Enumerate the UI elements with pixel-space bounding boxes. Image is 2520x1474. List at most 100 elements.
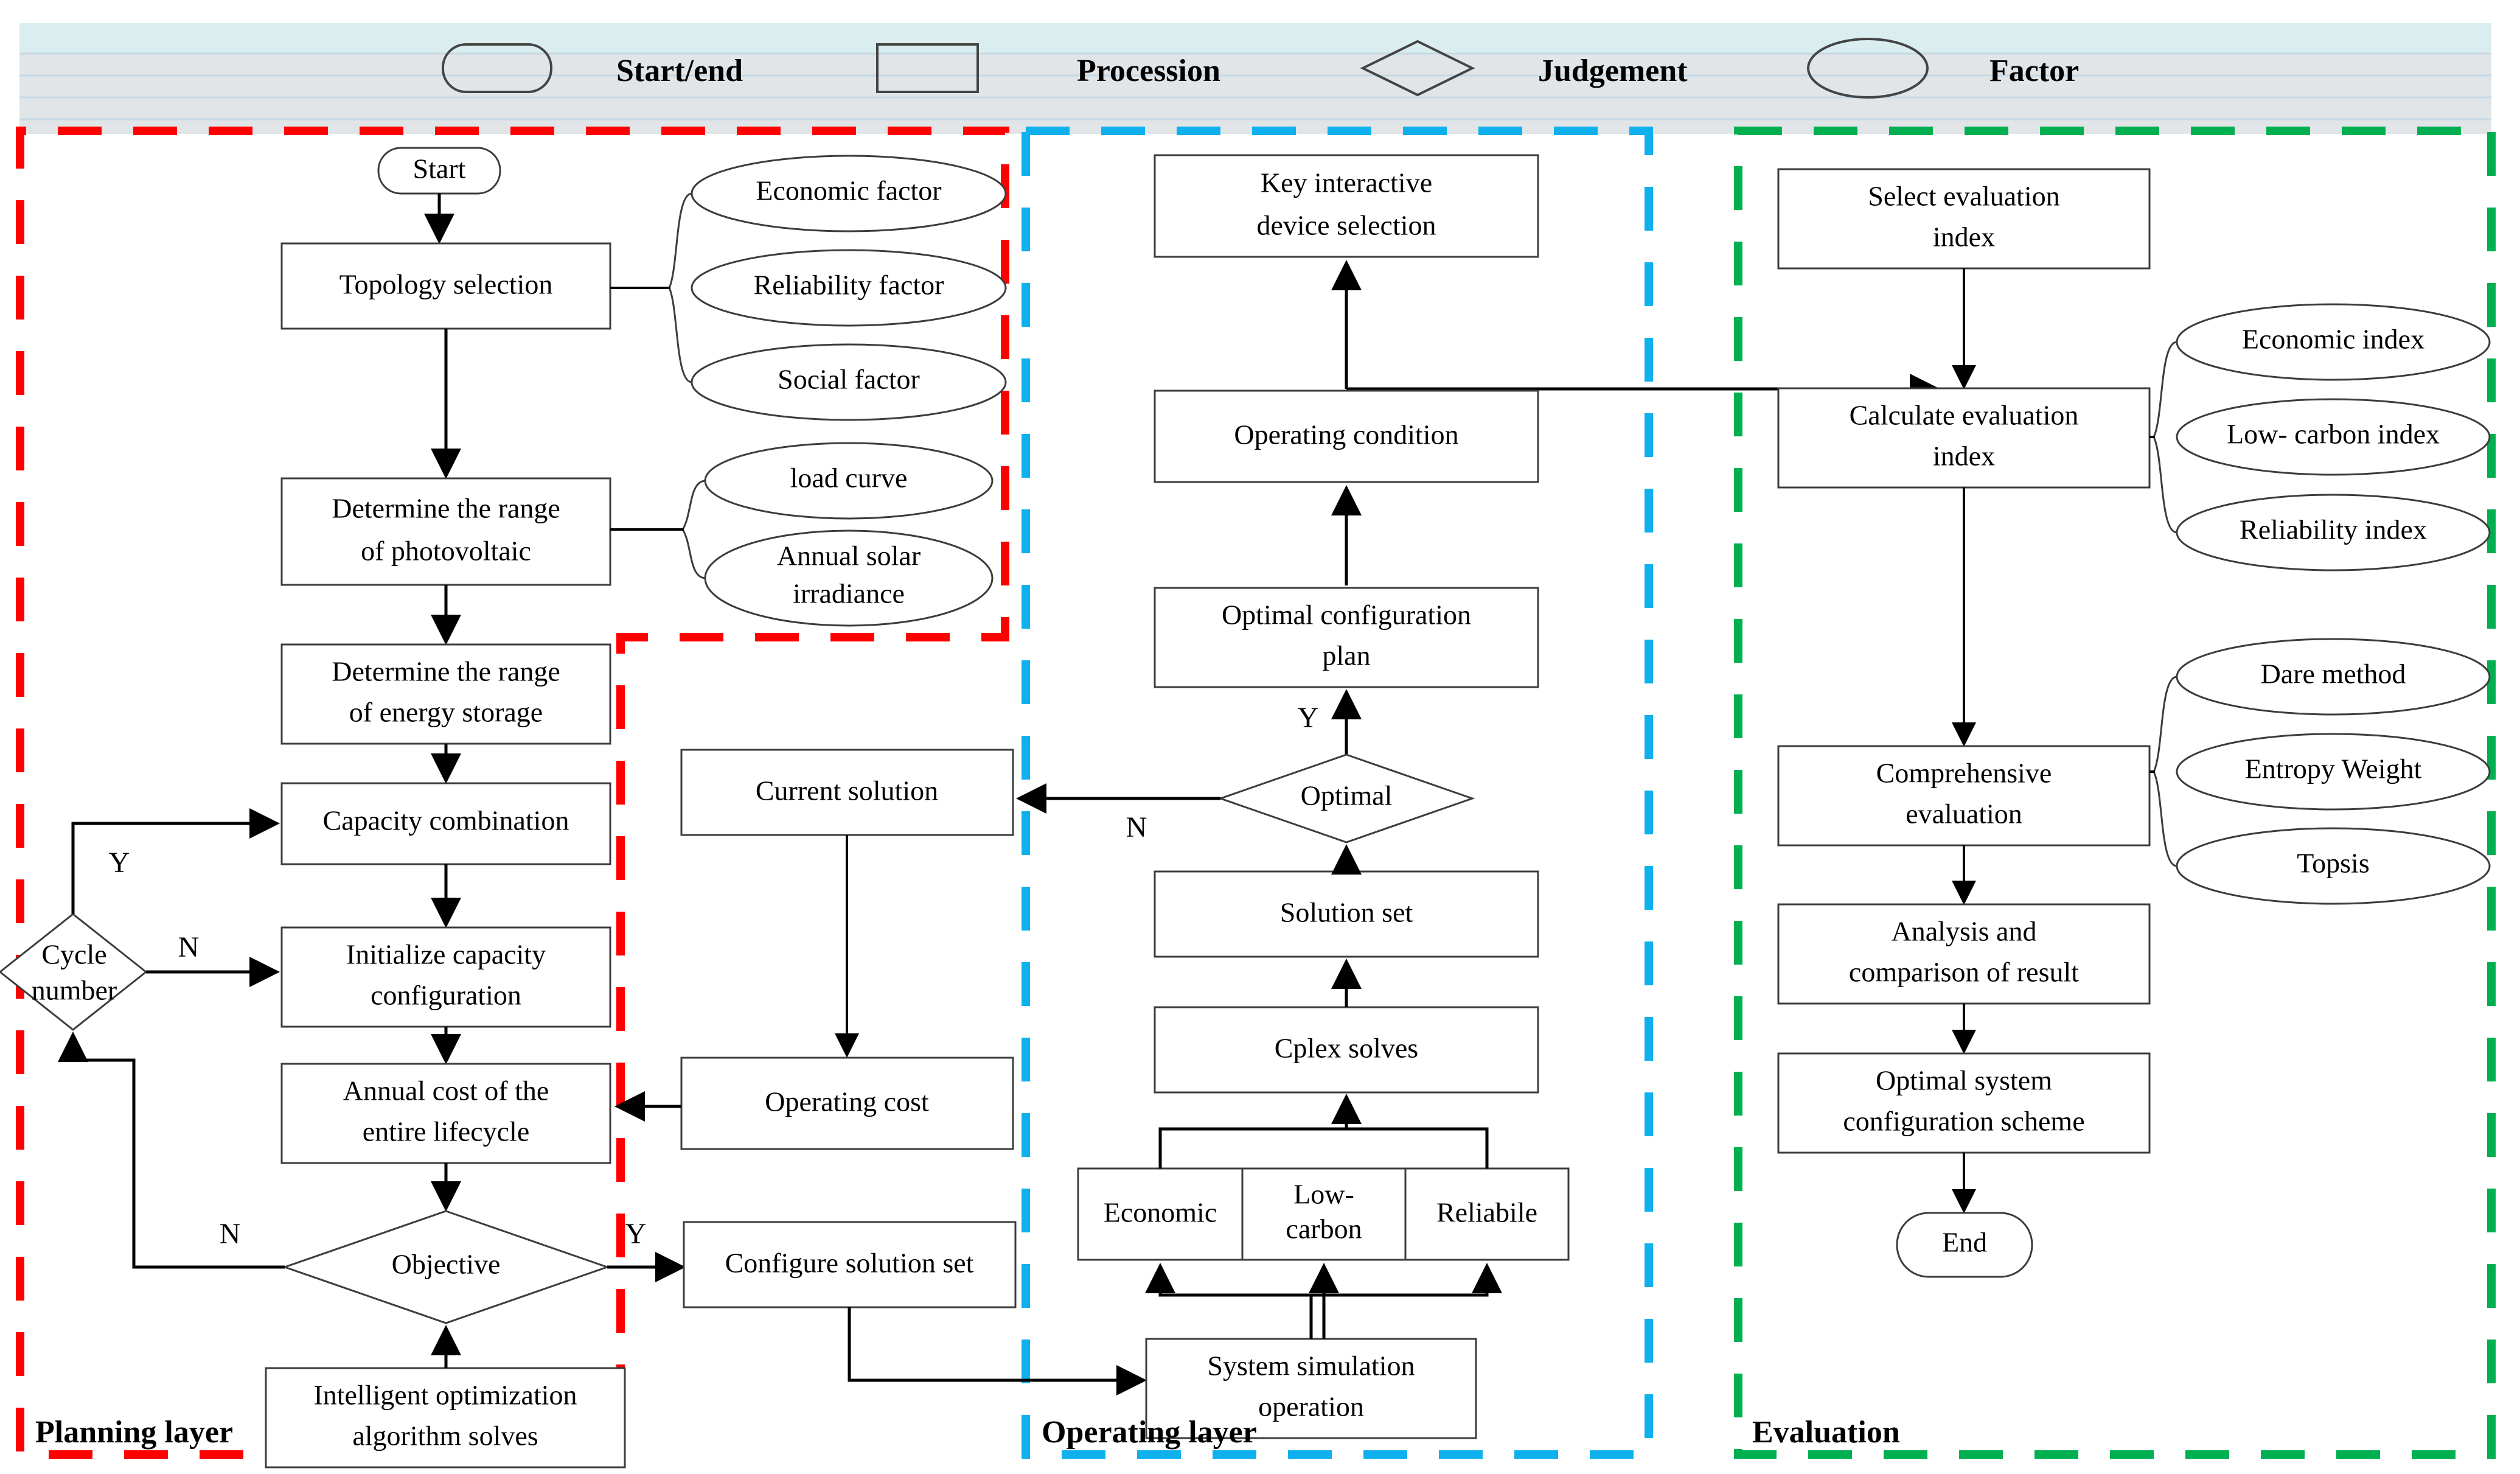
node-topology-selection[interactable]: Topology selection <box>280 242 611 330</box>
index-low-carbon-label: Low- carbon index <box>2227 419 2440 450</box>
node-calculate-evaluation-index[interactable]: Calculate evaluation index <box>1777 387 2151 489</box>
node-objective-economic-label: Economic <box>1104 1197 1217 1228</box>
factor-group-topology: Economic factor Reliability factor Socia… <box>610 155 1007 421</box>
node-configure-solution-set[interactable]: Configure solution set <box>683 1221 1017 1308</box>
node-analysis-comparison-line1: Analysis and <box>1892 916 2037 947</box>
node-intelligent-algorithm[interactable]: Intelligent optimization algorithm solve… <box>265 1367 626 1469</box>
factor-ellipse-reliability <box>691 249 1007 327</box>
node-objective-reliabile-label: Reliabile <box>1436 1197 1537 1228</box>
node-optimal[interactable]: Optimal <box>1217 753 1475 844</box>
node-optimal-system-scheme-line1: Optimal system <box>1876 1065 2052 1096</box>
node-key-device-line2: device selection <box>1256 210 1436 241</box>
branch-label-cycle-no: N <box>178 931 200 963</box>
legend-bar: Start/end Procession Judgement Factor <box>19 23 2491 134</box>
node-comprehensive-evaluation-line1: Comprehensive <box>1876 758 2052 789</box>
node-current-solution[interactable]: Current solution <box>680 749 1014 836</box>
factor-load-curve-label: load curve <box>790 463 908 494</box>
method-group-evaluation: Dare method Entropy Weight Topsis <box>2149 638 2491 905</box>
node-select-index-line1: Select evaluation <box>1868 181 2060 212</box>
legend-diamond-icon <box>1360 40 1475 97</box>
node-select-evaluation-index[interactable]: Select evaluation index <box>1777 168 2151 270</box>
node-cycle-number-line2: number <box>32 975 117 1006</box>
node-optimal-system-scheme-line2: configuration scheme <box>1843 1106 2084 1137</box>
node-optimal-config-line2: plan <box>1322 640 1370 671</box>
node-system-simulation[interactable]: System simulation operation <box>1145 1338 1477 1439</box>
node-determine-photovoltaic-line1: Determine the range <box>332 493 560 524</box>
node-key-device-selection[interactable]: Key interactive device selection <box>1154 154 1539 258</box>
node-annual-cost-line1: Annual cost of the <box>343 1075 549 1106</box>
factor-reliability-label: Reliability factor <box>754 270 944 301</box>
node-end[interactable]: End <box>1896 1212 2033 1278</box>
factor-group-photovoltaic: load curve Annual solar irradiance <box>610 442 994 627</box>
legend-label-procession: Procession <box>1077 54 1220 88</box>
node-operating-condition-label: Operating condition <box>1234 419 1458 450</box>
node-determine-energy-storage-line1: Determine the range <box>332 656 560 687</box>
node-cycle-number[interactable]: Cycle number <box>0 913 148 1031</box>
evaluation-layer-boundary <box>1734 127 2496 1459</box>
node-solution-set-label: Solution set <box>1280 897 1413 928</box>
node-objective-economic[interactable]: Economic <box>1077 1167 1244 1261</box>
node-comprehensive-evaluation[interactable]: Comprehensive evaluation <box>1777 745 2151 847</box>
legend-ellipse-icon <box>1807 38 1929 99</box>
node-calculate-index-line1: Calculate evaluation <box>1850 400 2079 431</box>
node-objective-label: Objective <box>392 1249 501 1280</box>
node-intelligent-algorithm-line2: algorithm solves <box>352 1420 538 1451</box>
branch-label-objective-yes: Y <box>625 1218 647 1250</box>
node-operating-condition[interactable]: Operating condition <box>1154 389 1539 483</box>
operating-layer-boundary <box>1022 127 1653 1459</box>
node-start[interactable]: Start <box>377 147 501 195</box>
legend-label-start-end: Start/end <box>616 54 743 88</box>
node-operating-cost[interactable]: Operating cost <box>680 1057 1014 1150</box>
node-capacity-combination-label: Capacity combination <box>323 805 569 836</box>
layer-title-evaluation: Evaluation <box>1752 1415 1900 1450</box>
node-annual-cost[interactable]: Annual cost of the entire lifecycle <box>280 1063 611 1164</box>
node-cycle-number-line1: Cycle <box>41 939 106 970</box>
method-ellipse-entropy-weight <box>2176 733 2491 811</box>
node-analysis-comparison-line2: comparison of result <box>1849 957 2079 988</box>
node-optimal-system-scheme[interactable]: Optimal system configuration scheme <box>1777 1052 2151 1154</box>
node-comprehensive-evaluation-line2: evaluation <box>1906 798 2022 830</box>
node-optimal-label: Optimal <box>1301 780 1393 811</box>
node-key-device-line1: Key interactive <box>1261 167 1432 198</box>
node-objective-low-carbon[interactable]: Low- carbon <box>1241 1167 1407 1261</box>
method-topsis-label: Topsis <box>2297 848 2369 879</box>
node-calculate-index-line2: index <box>1933 441 1995 472</box>
node-objective-reliabile[interactable]: Reliabile <box>1404 1167 1570 1261</box>
method-dare-label: Dare method <box>2261 658 2406 690</box>
index-reliability-label: Reliability index <box>2240 514 2427 545</box>
node-topology-selection-label: Topology selection <box>339 269 553 300</box>
node-determine-photovoltaic[interactable]: Determine the range of photovoltaic <box>280 477 611 586</box>
factor-economic-label: Economic factor <box>756 175 941 206</box>
node-objective-low-carbon-line2: carbon <box>1286 1214 1362 1245</box>
factor-solar-irradiance-line1: Annual solar <box>777 540 921 571</box>
node-objective[interactable]: Objective <box>282 1210 610 1324</box>
node-intelligent-algorithm-line1: Intelligent optimization <box>313 1380 577 1411</box>
index-economic-label: Economic index <box>2242 324 2424 355</box>
node-cplex-solves[interactable]: Cplex solves <box>1154 1006 1539 1094</box>
legend-rounded-rect-icon <box>442 43 552 93</box>
node-determine-energy-storage[interactable]: Determine the range of energy storage <box>280 643 611 745</box>
node-optimal-config-plan[interactable]: Optimal configuration plan <box>1154 587 1539 688</box>
legend-label-judgement: Judgement <box>1538 54 1688 88</box>
branch-label-optimal-yes: Y <box>1298 702 1319 734</box>
node-start-label: Start <box>413 153 466 184</box>
factor-solar-irradiance-line2: irradiance <box>793 578 905 609</box>
node-capacity-combination[interactable]: Capacity combination <box>280 782 611 865</box>
index-group-evaluation: Economic index Low- carbon index Reliabi… <box>2149 303 2491 571</box>
node-determine-energy-storage-line2: of energy storage <box>349 697 543 728</box>
node-initialize-capacity[interactable]: Initialize capacity configuration <box>280 926 611 1028</box>
node-initialize-capacity-line2: configuration <box>371 980 521 1011</box>
node-objective-low-carbon-line1: Low- <box>1293 1179 1354 1210</box>
node-optimal-config-line1: Optimal configuration <box>1222 599 1471 630</box>
legend-bar-top-strip <box>19 23 2491 54</box>
branch-label-objective-no: N <box>220 1218 241 1250</box>
node-determine-photovoltaic-line2: of photovoltaic <box>361 536 531 567</box>
node-solution-set[interactable]: Solution set <box>1154 870 1539 958</box>
node-analysis-comparison[interactable]: Analysis and comparison of result <box>1777 903 2151 1005</box>
node-operating-cost-label: Operating cost <box>765 1086 929 1117</box>
branch-label-cycle-yes: Y <box>109 847 130 879</box>
layer-title-planning: Planning layer <box>35 1415 233 1450</box>
planning-layer-boundary <box>16 127 1009 1459</box>
legend-rect-icon <box>876 43 979 93</box>
